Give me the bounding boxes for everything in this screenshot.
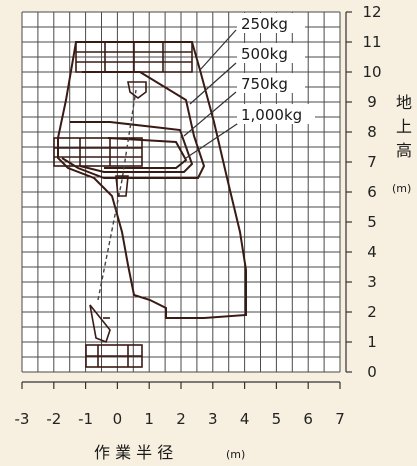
boom-head-icon	[115, 81, 147, 197]
upper-basket	[75, 41, 193, 73]
cap-label-750: 750kg	[241, 75, 288, 93]
truck-icon	[85, 304, 143, 368]
x-axis-label: 作 業 半 径	[94, 443, 173, 462]
y-tick-label: 2	[367, 303, 377, 321]
y-tick-label: 0	[367, 363, 377, 381]
y-tick-label: 7	[367, 153, 377, 171]
y-tick-label: 3	[367, 273, 377, 291]
height-ruler	[345, 11, 352, 373]
x-tick-label: 6	[303, 410, 313, 428]
side-basket	[53, 137, 143, 167]
y-tick-label: 6	[367, 183, 377, 201]
y-tick-label: 5	[367, 213, 377, 231]
y-axis-label-2: 上	[396, 117, 412, 136]
x-tick-label: -3	[15, 410, 30, 428]
y-axis-label-1: 地	[396, 93, 412, 112]
capacity-leaders	[183, 29, 241, 159]
x-tick-label: 7	[335, 410, 345, 428]
x-tick-label: 2	[176, 410, 186, 428]
y-tick-label: 10	[362, 63, 381, 81]
radius-ruler	[21, 381, 341, 389]
x-tick-label: -1	[78, 410, 93, 428]
y-axis-unit: (m)	[392, 182, 411, 195]
x-tick-label: 4	[240, 410, 250, 428]
cap-label-500: 500kg	[241, 45, 288, 63]
x-tick-label: 0	[113, 410, 123, 428]
cap-label-250: 250kg	[241, 15, 288, 33]
envelope-250kg	[57, 41, 247, 319]
y-tick-label: 11	[362, 33, 381, 51]
y-axis-label-3: 高	[396, 141, 412, 160]
envelope-500kg	[61, 71, 206, 179]
y-tick-label: 9	[367, 93, 377, 111]
boom-line	[97, 89, 137, 301]
x-tick-label: 3	[208, 410, 218, 428]
x-axis-unit: (m)	[226, 448, 245, 461]
y-tick-label: 12	[362, 3, 381, 21]
capacity-labels: 250kg 500kg 750kg 1,000kg	[237, 13, 315, 124]
y-tick-label: 1	[367, 333, 377, 351]
x-tick-label: -2	[46, 410, 61, 428]
envelope-1000kg	[104, 137, 188, 169]
x-tick-label: 1	[144, 410, 154, 428]
y-tick-label: 8	[367, 123, 377, 141]
x-tick-label: 5	[272, 410, 282, 428]
envelope-750kg	[70, 121, 194, 173]
y-tick-label: 4	[367, 243, 377, 261]
cap-label-1000: 1,000kg	[241, 106, 302, 124]
x-tick-labels: -3 -2 -1 0 1 2 3 4 5 6 7	[15, 410, 345, 428]
